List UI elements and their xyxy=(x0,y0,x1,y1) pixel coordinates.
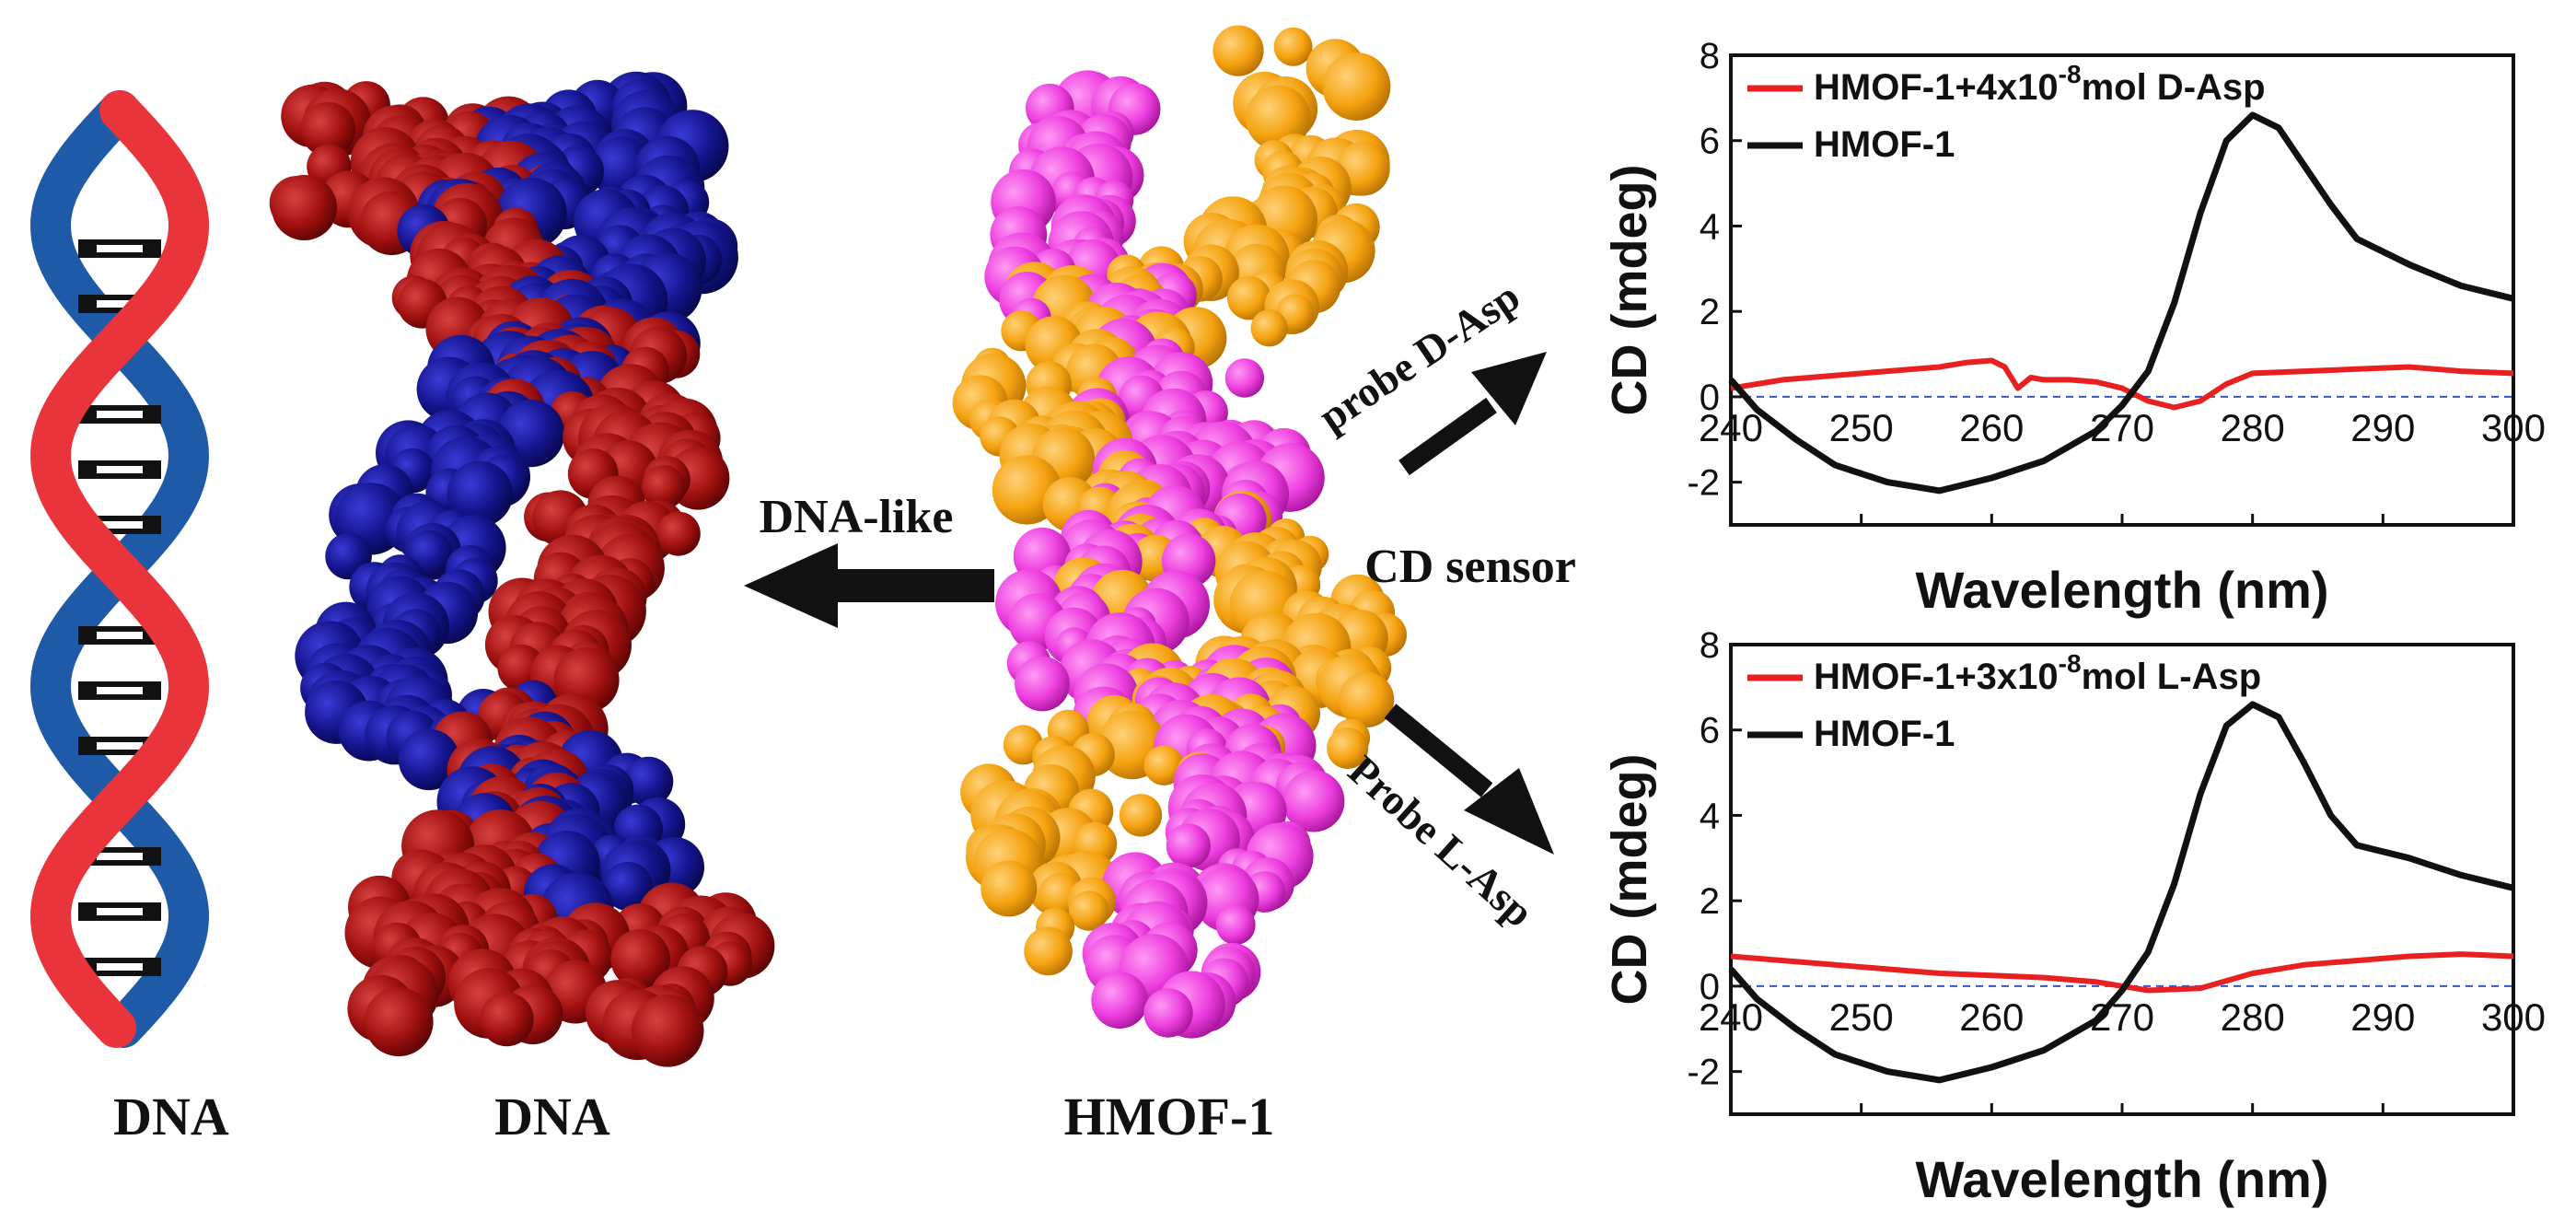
helix-base-pair-highlight xyxy=(97,245,143,252)
y-tick-label: 6 xyxy=(1700,711,1720,751)
y-tick-label: 0 xyxy=(1700,967,1720,1007)
x-tick-label: 300 xyxy=(2481,995,2546,1039)
hmof-atom-magenta xyxy=(1143,988,1193,1038)
hmof-atom-magenta xyxy=(1215,905,1256,945)
helix-base-pair-highlight xyxy=(97,521,143,529)
probe-d-label: probe D-Asp xyxy=(1310,273,1528,441)
hmof-atom-orange xyxy=(1273,27,1313,66)
y-tick-label: 0 xyxy=(1700,378,1720,418)
hmof-atom-orange xyxy=(1213,25,1264,76)
y-tick-label: 2 xyxy=(1700,292,1720,332)
cd-sensor-label: CD sensor xyxy=(1364,541,1576,593)
series-line-black xyxy=(1728,701,2514,1084)
x-tick-label: 240 xyxy=(1699,995,1763,1039)
hmof-label: HMOF-1 xyxy=(1064,1087,1275,1146)
dna-helix-label: DNA xyxy=(113,1087,229,1146)
x-axis-label: Wavelength (nm) xyxy=(1915,561,2328,619)
y-tick-label: 2 xyxy=(1700,881,1720,922)
x-tick-label: 280 xyxy=(2221,406,2285,449)
hmof-atom-orange xyxy=(1024,926,1073,976)
y-axis-label: CD (mdeg) xyxy=(1602,165,1657,416)
helix-base-pair-highlight xyxy=(97,632,143,639)
dna-helix-illustration xyxy=(29,90,210,1048)
x-tick-label: 250 xyxy=(1829,406,1894,449)
dna-atom-blue xyxy=(447,460,513,527)
y-tick-label: 8 xyxy=(1700,36,1720,76)
hmof-atom-orange xyxy=(1119,794,1163,837)
dna-atom-red xyxy=(480,992,534,1047)
series-line-red xyxy=(1730,357,2514,411)
dna-model-label: DNA xyxy=(494,1087,610,1146)
helix-red-strand xyxy=(29,90,210,1048)
hmof-atom-magenta xyxy=(1166,823,1211,868)
x-tick-label: 260 xyxy=(1959,995,2024,1039)
legend-entry-red: HMOF-1+4x10-8mol D-Asp xyxy=(1814,60,2266,108)
hmof-atom-orange xyxy=(1226,275,1271,320)
legend-entry-red: HMOF-1+3x10-8mol L-Asp xyxy=(1814,649,2261,697)
x-tick-label: 280 xyxy=(2221,995,2285,1039)
dna-atom-blue xyxy=(623,756,674,807)
hmof-atom-orange xyxy=(1143,745,1184,785)
x-tick-label: 290 xyxy=(2350,406,2415,449)
dna-like-arrow xyxy=(744,543,994,628)
dna-atom-red xyxy=(656,511,701,556)
dna-atom-blue xyxy=(398,728,460,791)
helix-base-pair-highlight xyxy=(97,908,143,915)
hmof-atom-orange xyxy=(1250,309,1288,347)
dna-atom-red xyxy=(641,465,686,510)
y-tick-label: 8 xyxy=(1700,625,1720,666)
helix-base-pair-highlight xyxy=(97,742,143,750)
y-tick-label: -2 xyxy=(1687,463,1720,504)
probe-l-arrow xyxy=(1384,704,1554,855)
x-tick-label: 300 xyxy=(2481,406,2546,449)
hmof-atom-magenta xyxy=(1015,656,1070,712)
y-tick-label: -2 xyxy=(1687,1053,1720,1093)
hmof-space-filling-model xyxy=(952,25,1408,1039)
dna-atom-blue xyxy=(603,862,653,912)
y-tick-label: 4 xyxy=(1700,796,1720,836)
dna-atom-red xyxy=(631,995,704,1067)
legend-entry-black: HMOF-1 xyxy=(1814,714,1955,754)
y-axis-label: CD (mdeg) xyxy=(1602,754,1657,1006)
legend-entry-black: HMOF-1 xyxy=(1814,124,1955,165)
helix-base-pair-highlight xyxy=(97,687,143,694)
x-tick-label: 260 xyxy=(1959,406,2024,449)
dna-space-filling-model xyxy=(269,71,775,1067)
hmof-atom-orange xyxy=(981,860,1038,917)
hmof-atom-orange xyxy=(1322,52,1391,121)
dna-like-label: DNA-like xyxy=(760,491,954,543)
dna-atom-red xyxy=(300,101,356,157)
dna-atom-red xyxy=(272,175,337,240)
hmof-atom-orange xyxy=(1327,727,1369,769)
hmof-atom-magenta xyxy=(1091,971,1148,1029)
x-tick-label: 240 xyxy=(1699,406,1763,449)
y-tick-label: 4 xyxy=(1700,206,1720,247)
helix-base-pair-highlight xyxy=(97,466,143,473)
hmof-atom-orange xyxy=(1068,890,1109,931)
y-tick-label: 6 xyxy=(1700,122,1720,162)
helix-base-pair-highlight xyxy=(97,300,143,308)
x-axis-label: Wavelength (nm) xyxy=(1915,1150,2328,1208)
helix-base-pair-highlight xyxy=(97,963,143,971)
helix-base-pair-highlight xyxy=(97,411,143,418)
hmof-atom-magenta xyxy=(1224,358,1265,398)
dna-atom-red xyxy=(610,929,670,989)
dna-atom-red xyxy=(364,987,434,1057)
helix-base-pair-highlight xyxy=(97,853,143,860)
probe-d-arrow xyxy=(1398,352,1547,476)
x-tick-label: 290 xyxy=(2350,995,2415,1039)
series-line-black xyxy=(1728,111,2514,494)
x-tick-label: 250 xyxy=(1829,995,1894,1039)
hmof-atom-magenta xyxy=(1282,770,1345,832)
hmof-atom-orange xyxy=(1338,671,1395,728)
